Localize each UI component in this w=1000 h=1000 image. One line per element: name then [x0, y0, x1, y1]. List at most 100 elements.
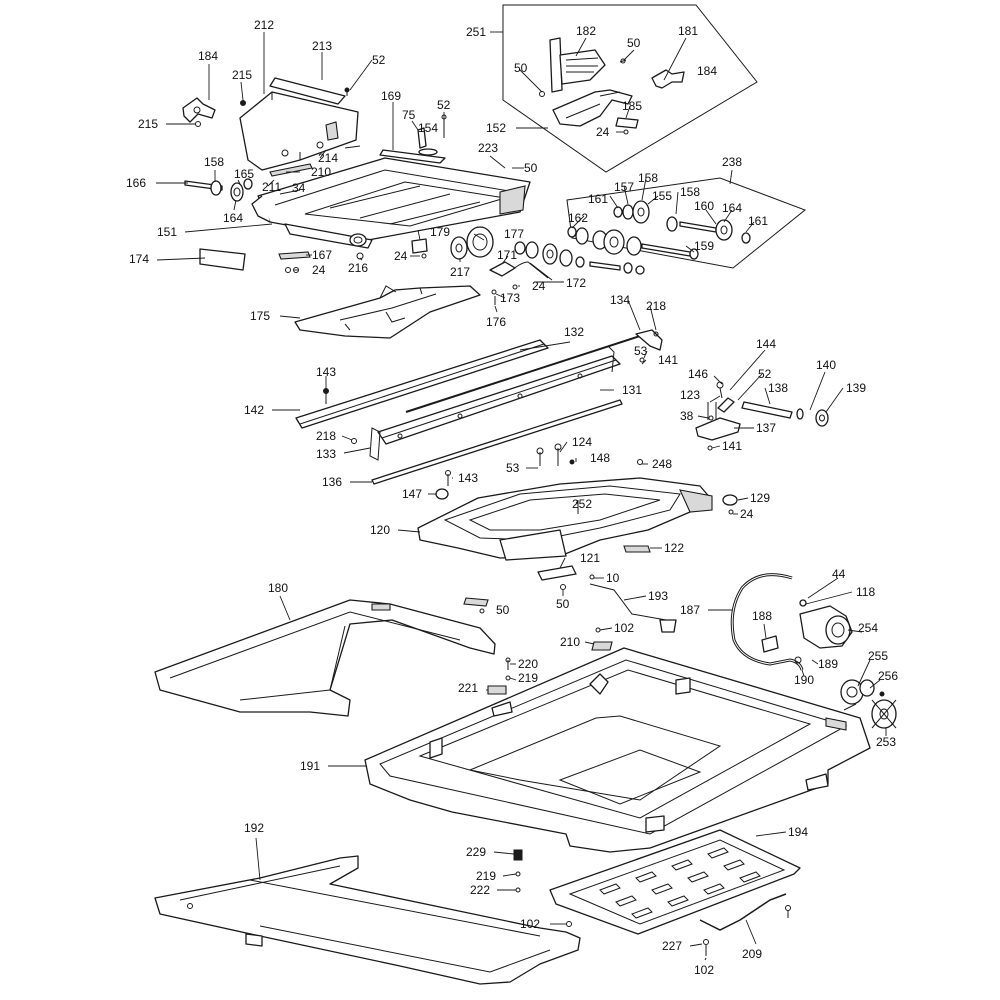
label-194: 194 — [788, 825, 808, 839]
rod-193 — [589, 574, 677, 633]
label-52: 52 — [372, 53, 386, 67]
label-158: 158 — [680, 185, 700, 199]
rail-169 — [379, 149, 446, 164]
label-121: 121 — [580, 551, 600, 565]
label-155: 155 — [652, 189, 672, 203]
label-53: 53 — [506, 461, 520, 475]
label-157: 157 — [614, 180, 634, 194]
label-190: 190 — [794, 673, 814, 687]
label-216: 216 — [348, 261, 368, 275]
label-164: 164 — [722, 201, 742, 215]
parts-229-219-222 — [513, 849, 709, 956]
label-184: 184 — [697, 64, 717, 78]
label-122: 122 — [664, 541, 684, 555]
label-154: 154 — [418, 121, 438, 135]
label-251: 251 — [466, 25, 486, 39]
label-220: 220 — [518, 657, 538, 671]
label-192: 192 — [244, 821, 264, 835]
label-123: 123 — [680, 388, 700, 402]
label-144: 144 — [756, 337, 776, 351]
label-227: 227 — [662, 939, 682, 953]
clamp-171-172 — [489, 261, 553, 305]
label-210: 210 — [560, 635, 580, 649]
label-10: 10 — [606, 571, 620, 585]
label-252: 252 — [572, 497, 592, 511]
label-176: 176 — [486, 315, 506, 329]
label-175: 175 — [250, 309, 270, 323]
label-212: 212 — [254, 18, 274, 32]
label-146: 146 — [688, 367, 708, 381]
water-tray-191 — [364, 647, 871, 853]
pulley-box-238 — [514, 177, 806, 275]
label-174: 174 — [129, 252, 149, 266]
label-52: 52 — [758, 367, 772, 381]
label-191: 191 — [300, 759, 320, 773]
label-218: 218 — [646, 299, 666, 313]
parts-167-24 — [278, 251, 311, 273]
bracket-213 — [269, 77, 346, 105]
label-171: 171 — [497, 248, 517, 262]
label-215: 215 — [138, 117, 158, 131]
table-151 — [251, 157, 531, 249]
label-218: 218 — [316, 429, 336, 443]
label-256: 256 — [878, 669, 898, 683]
label-24: 24 — [312, 263, 326, 277]
label-229: 229 — [466, 845, 486, 859]
label-24: 24 — [394, 249, 408, 263]
label-182: 182 — [576, 24, 596, 38]
bracket-50d — [463, 597, 489, 614]
parts-210-102 — [591, 627, 613, 651]
label-102: 102 — [614, 621, 634, 635]
label-24: 24 — [596, 125, 610, 139]
label-161: 161 — [748, 214, 768, 228]
label-211: 211 — [262, 180, 281, 194]
label-160: 160 — [694, 199, 714, 213]
label-193: 193 — [648, 589, 668, 603]
knob-184-left — [182, 97, 216, 123]
base-frame-120 — [417, 477, 713, 561]
label-142: 142 — [244, 403, 264, 417]
carriage-175 — [294, 285, 481, 339]
label-124: 124 — [572, 435, 592, 449]
label-188: 188 — [752, 609, 772, 623]
label-132: 132 — [564, 325, 584, 339]
label-181: 181 — [678, 24, 698, 38]
label-118: 118 — [856, 585, 875, 599]
label-209: 209 — [742, 947, 762, 961]
label-141: 141 — [658, 353, 678, 367]
label-255: 255 — [868, 649, 888, 663]
parts-220-219-221 — [487, 657, 511, 695]
label-52: 52 — [437, 98, 451, 112]
label-215: 215 — [232, 68, 252, 82]
label-140: 140 — [816, 358, 836, 372]
label-167: 167 — [312, 248, 332, 262]
label-158: 158 — [204, 155, 224, 169]
rail-142 — [295, 339, 549, 429]
label-151: 151 — [157, 225, 177, 239]
label-161: 161 — [588, 192, 608, 206]
label-143: 143 — [316, 365, 336, 379]
label-162: 162 — [568, 211, 588, 225]
bracket-134 — [635, 329, 663, 363]
label-158: 158 — [638, 171, 658, 185]
label-24: 24 — [740, 507, 754, 521]
label-214: 214 — [318, 151, 338, 165]
parts-75-154 — [417, 127, 438, 156]
label-179: 179 — [430, 225, 450, 239]
side-tray-192 — [154, 855, 581, 985]
label-148: 148 — [590, 451, 610, 465]
leader-lines — [156, 31, 887, 961]
label-221: 221 — [458, 681, 478, 695]
label-44: 44 — [832, 567, 846, 581]
label-75: 75 — [402, 108, 416, 122]
label-152: 152 — [486, 121, 506, 135]
label-138: 138 — [768, 381, 788, 395]
label-253: 253 — [876, 735, 896, 749]
rod-136 — [371, 399, 623, 485]
handle-209 — [699, 893, 791, 931]
label-254: 254 — [858, 621, 878, 635]
label-53: 53 — [634, 344, 648, 358]
small-screws-top — [195, 87, 447, 138]
knob-216 — [349, 233, 367, 260]
grate-194 — [549, 829, 801, 935]
